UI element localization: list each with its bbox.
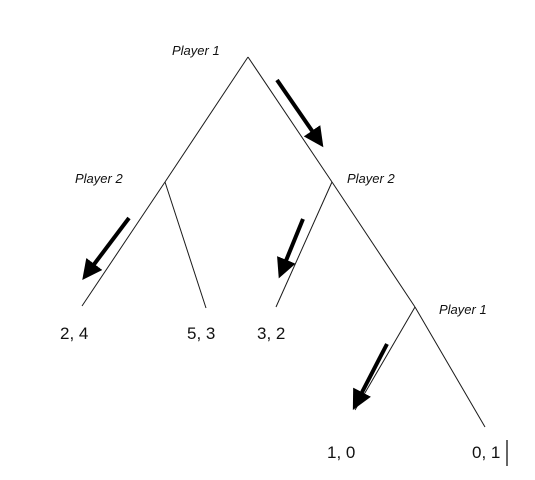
payoff-right-left: 3, 2 [257, 324, 285, 343]
payoff-left-right: 5, 3 [187, 324, 215, 343]
edge-p1deep-right [414, 306, 486, 428]
edge-p2right-left [275, 181, 333, 308]
payoff-right-right-left: 1, 0 [327, 443, 355, 462]
deep-player-label: Player 1 [439, 302, 487, 317]
edge-p2right-right [331, 181, 416, 308]
payoff-right-right-right: 0, 1 [472, 443, 500, 462]
choice-arrow-root [275, 78, 324, 148]
left-player-label: Player 2 [75, 171, 123, 186]
edge-p1deep-left [354, 306, 416, 411]
edge-p2left-right [164, 181, 207, 309]
choice-arrow-player2-left [82, 216, 131, 280]
choice-arrow-player1-deep [352, 343, 389, 410]
edge-root-right [247, 56, 333, 183]
right-player-label: Player 2 [347, 171, 395, 186]
choice-arrow-player2-right [277, 218, 305, 279]
edge-root-left [164, 56, 249, 183]
edge-p2left-left [81, 181, 166, 307]
payoff-left-left: 2, 4 [60, 324, 88, 343]
root-player-label: Player 1 [172, 43, 220, 58]
